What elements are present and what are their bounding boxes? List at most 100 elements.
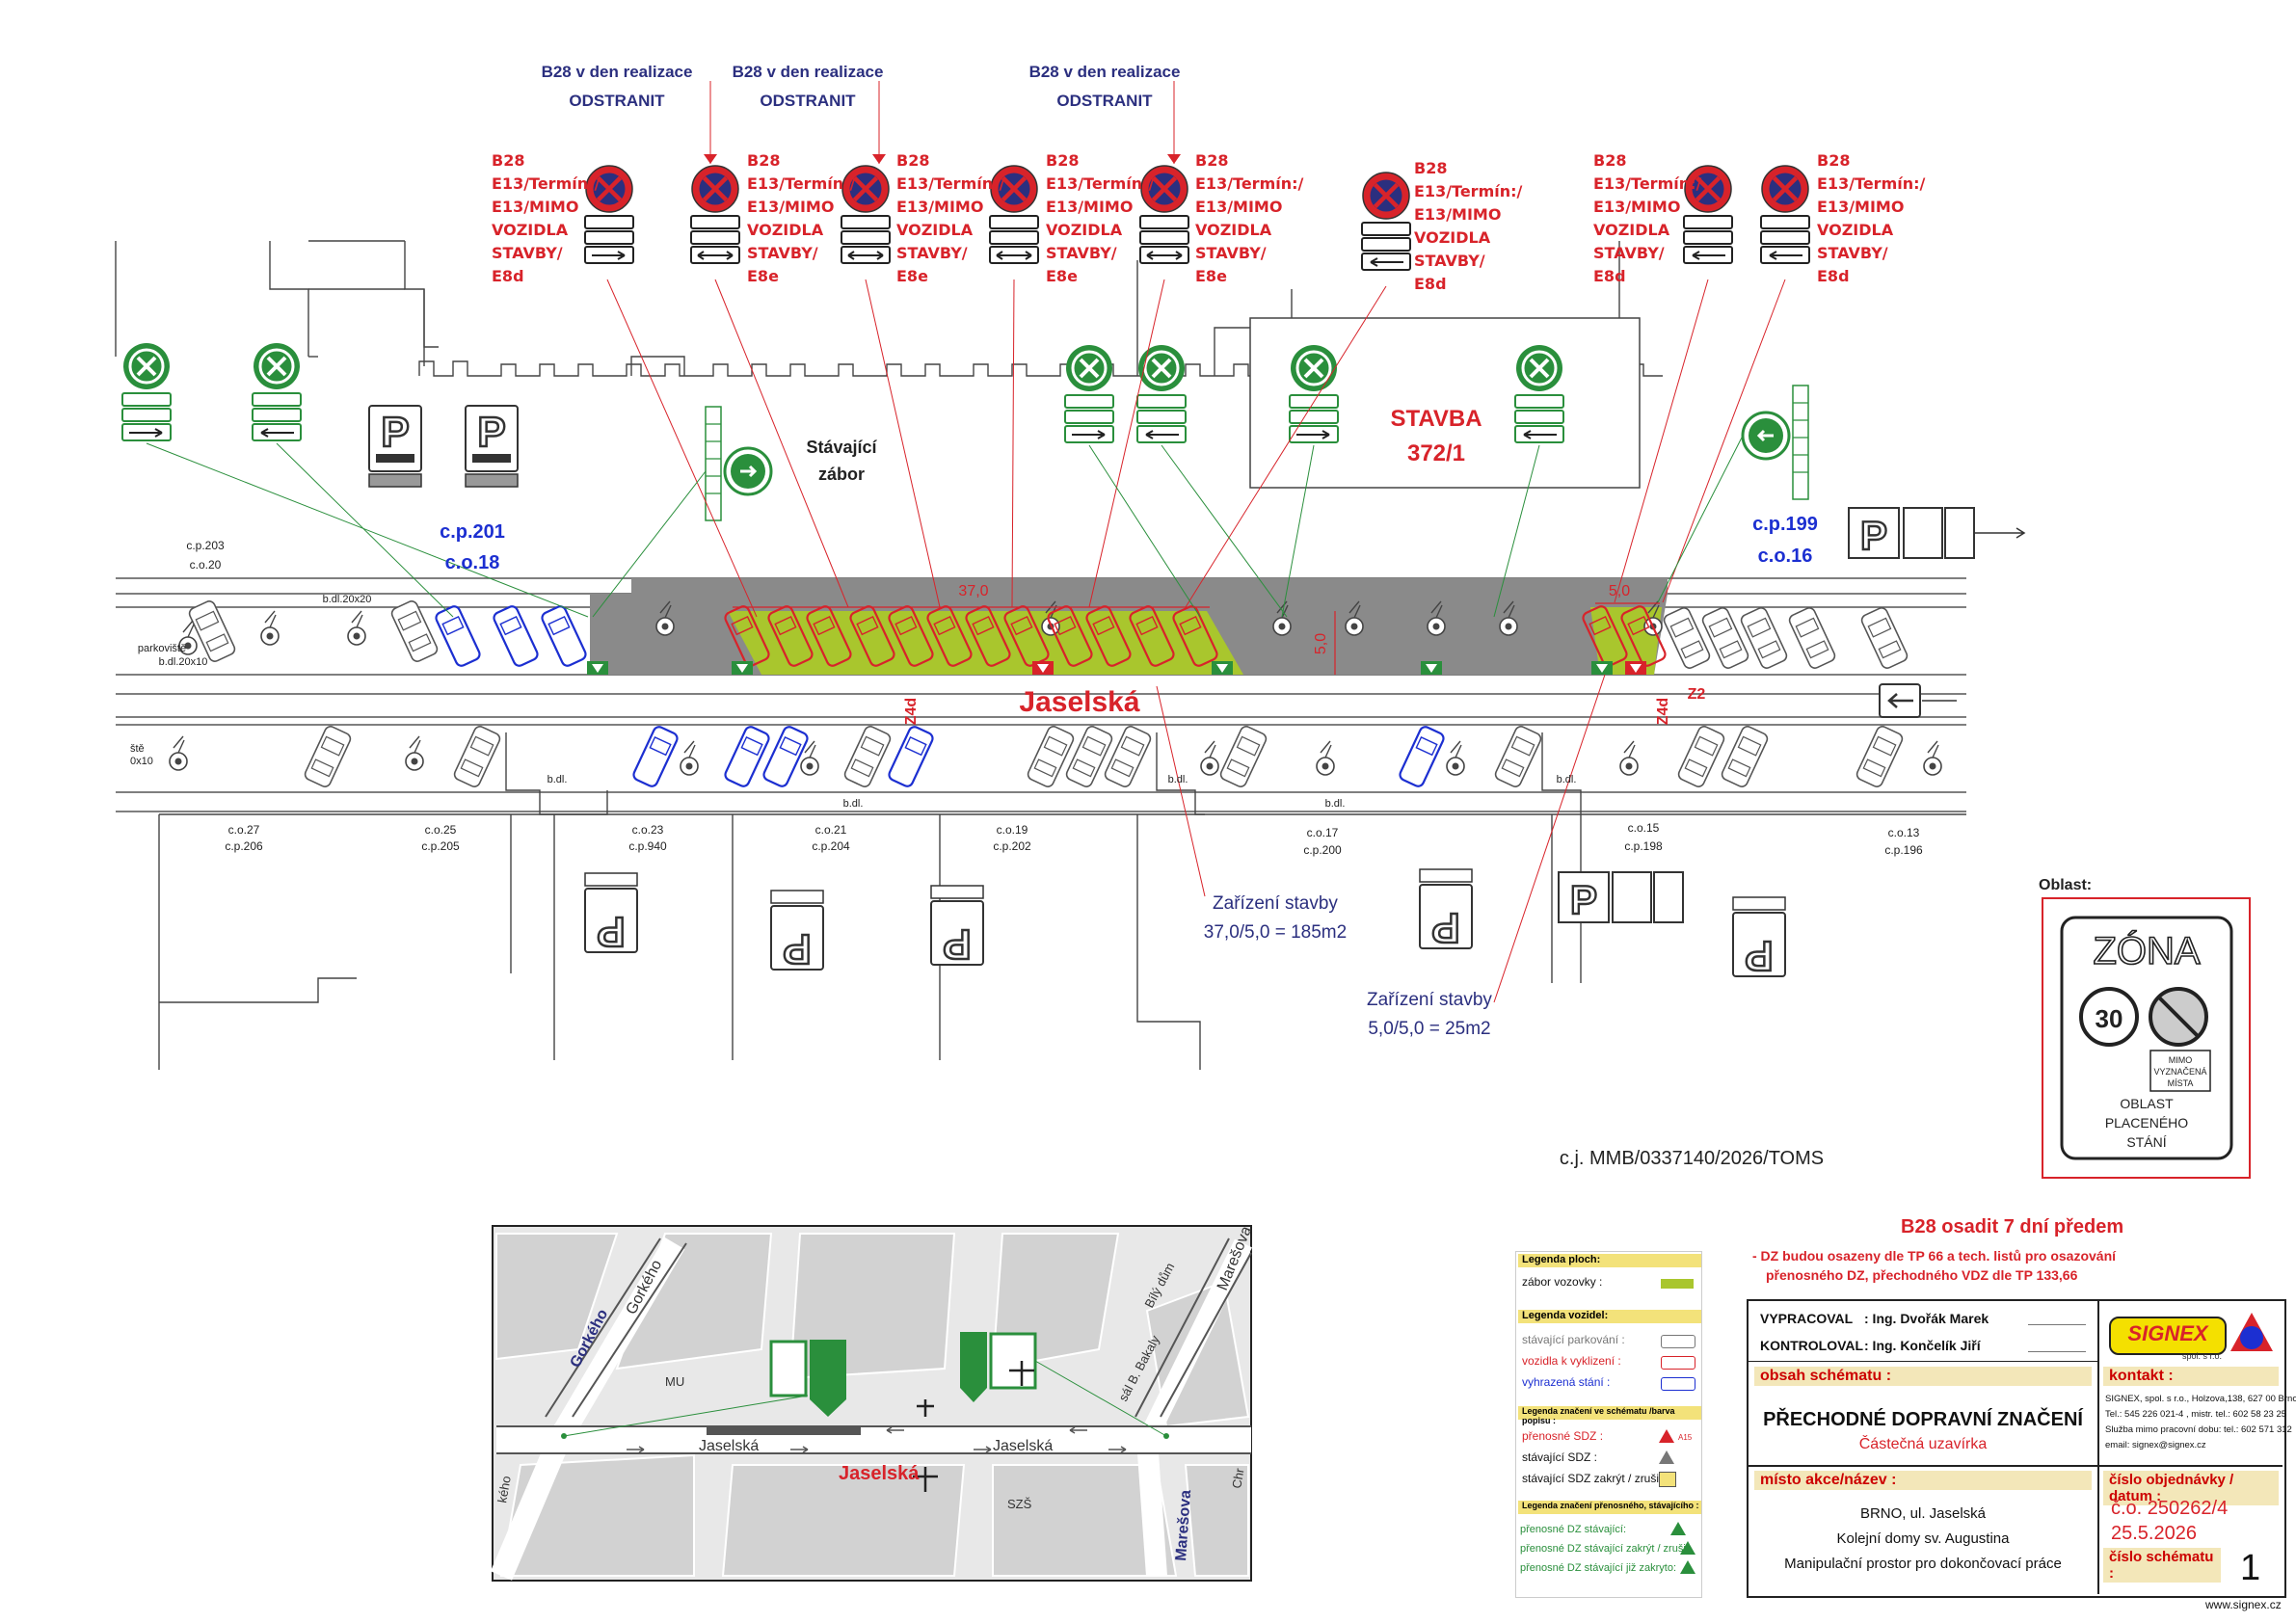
street-name: Jaselská	[1019, 686, 1139, 718]
cp200-label: c.p.200	[1303, 843, 1342, 857]
p-reserve-sign-bottom-1	[583, 871, 639, 957]
sign-note-1-line-3: E13/MIMO	[492, 198, 578, 216]
sign-note-6-line-6: E8d	[1414, 275, 1447, 293]
remove-action-1: ODSTRANIT	[569, 92, 665, 110]
misto-line-1: BRNO, ul. Jaselská	[1859, 1505, 1987, 1522]
co17-label: c.o.17	[1307, 826, 1339, 839]
legend-vozidel-title: Legenda vozidel:	[1518, 1310, 1701, 1323]
bdl-20x10-label: b.dl.20x10	[159, 656, 208, 668]
sign-note-5-line-1: B28	[1195, 151, 1228, 170]
co25-label: c.o.25	[425, 823, 457, 837]
legend-p3: přenosné DZ stávající již zakryto:	[1520, 1562, 1677, 1574]
reference-number: c.j. MMB/0337140/2026/TOMS	[1560, 1148, 1824, 1169]
sign-note-8-line-1: B28	[1817, 151, 1850, 170]
legend-box: Legenda ploch: zábor vozovky : Legenda v…	[1515, 1251, 1702, 1598]
p-sign-bottom-5	[1731, 895, 1787, 981]
sign-note-3-line-4: VOZIDLA	[896, 221, 974, 239]
sign-note-4-line-1: B28	[1046, 151, 1079, 170]
map-chr: Chr	[1229, 1467, 1247, 1490]
p-reserve-sign-bottom-3	[929, 884, 985, 970]
sign-note-3-line-3: E13/MIMO	[896, 198, 983, 216]
signature-2	[2028, 1338, 2086, 1352]
triangle-grey-icon	[1659, 1450, 1674, 1464]
p-zona-b-sign-top: P	[1848, 507, 2026, 559]
zabor-area-1	[728, 611, 1243, 675]
sign-note-7-line-2: E13/Termín:/	[1593, 174, 1702, 193]
kontakt-line-2: Tel.: 545 226 021-4 , mistr. tel.: 602 5…	[2105, 1409, 2287, 1420]
sign-note-8-line-5: STAVBY/	[1817, 244, 1888, 262]
sign-note-7-line-6: E8d	[1593, 267, 1626, 285]
map-maresova-1: Marešova	[1173, 1489, 1194, 1561]
cp199-label: c.p.199	[1752, 514, 1818, 535]
co27-label: c.o.27	[228, 823, 260, 837]
sign-note-1-line-5: STAVBY/	[492, 244, 563, 262]
remove-title-3: B28 v den realizace	[1029, 63, 1181, 81]
one-way-sign	[1879, 683, 1957, 718]
obsah-subtitle: Částečná uzavírka	[1858, 1436, 1988, 1452]
legend-vyhrazena: vyhrazená stání :	[1522, 1375, 1611, 1389]
sign-note-5-line-5: STAVBY/	[1195, 244, 1267, 262]
sign-note-1-line-4: VOZIDLA	[492, 221, 569, 239]
cislo-label: číslo objednávky / datum :	[2103, 1471, 2279, 1505]
sign-note-2-line-6: E8e	[747, 267, 779, 285]
map-mu: MU	[665, 1374, 684, 1389]
sign-note-6-line-4: VOZIDLA	[1414, 228, 1491, 247]
vyznacena-text: VYZNAČENÁ	[2153, 1067, 2206, 1077]
legend-vozidla-vyklizeni: vozidla k vyklizení :	[1522, 1354, 1621, 1368]
signature-area	[1749, 1301, 2097, 1362]
mimo-text: MIMO	[2169, 1055, 2193, 1065]
arrowheads	[704, 154, 1181, 164]
co18-label: c.o.18	[445, 552, 500, 573]
parked-cars-bottom	[169, 724, 1942, 789]
covered-sign-icon	[1659, 1472, 1676, 1487]
title-divider	[2097, 1301, 2099, 1594]
co13-label: c.o.13	[1888, 826, 1920, 839]
b28-sign-8	[1761, 166, 1809, 264]
sign-note-5-line-4: VOZIDLA	[1195, 221, 1272, 239]
stavba-label: STAVBA	[1390, 406, 1482, 432]
dimension-5-side: 5,0	[1313, 633, 1329, 654]
obsah-title: PŘECHODNÉ DOPRAVNÍ ZNAČENÍ	[1763, 1409, 2083, 1430]
location-map: Jaselská Jaselská Jaselská Gorkého Gorké…	[490, 1224, 1255, 1582]
oblast-line-1: OBLAST	[2120, 1096, 2174, 1111]
oblast-label: Oblast:	[2039, 877, 2092, 893]
signature-1	[2028, 1311, 2086, 1325]
green-end-sign-4	[1136, 343, 1187, 443]
sign-note-5-line-2: E13/Termín:/	[1195, 174, 1304, 193]
oblast-line-2: PLACENÉHO	[2105, 1115, 2188, 1131]
cp198-label: c.p.198	[1624, 839, 1663, 853]
misto-label: místo akce/název :	[1754, 1471, 2092, 1490]
sign-note-5-line-3: E13/MIMO	[1195, 198, 1282, 216]
remove-action-3: ODSTRANIT	[1056, 92, 1153, 110]
cp203-label: c.p.203	[186, 539, 225, 552]
signex-logo: SIGNEX	[2109, 1317, 2227, 1355]
sign-note-3-line-6: E8e	[896, 267, 928, 285]
green-end-sign-2	[252, 341, 302, 441]
co19-label: c.o.19	[997, 823, 1028, 837]
sign-note-3-line-5: STAVBY/	[896, 244, 968, 262]
bdl-label-4: b.dl.	[1325, 798, 1346, 810]
cp206-label: c.p.206	[225, 839, 263, 853]
green-end-sign-3	[1064, 343, 1114, 443]
note-line-1: - DZ budou osazeny dle TP 66 a tech. lis…	[1752, 1248, 2117, 1264]
sign-note-1-line-1: B28	[492, 151, 524, 170]
title-hline	[1749, 1465, 2283, 1467]
p-reserve-sign-bottom-2	[769, 889, 825, 974]
map-street-main: Jaselská	[839, 1463, 920, 1484]
co20-label: c.o.20	[190, 558, 222, 572]
pedestrian-sign-2	[1741, 385, 1809, 500]
legend-zabor: zábor vozovky :	[1522, 1275, 1603, 1289]
sign-note-7-line-1: B28	[1593, 151, 1626, 170]
logo-circle-icon	[2240, 1326, 2263, 1349]
note-line-2: přenosného DZ, přechodného VDZ dle TP 13…	[1766, 1267, 2078, 1283]
cp204-label: c.p.204	[812, 839, 850, 853]
sign-note-5-line-6: E8e	[1195, 267, 1227, 285]
co15-label: c.o.15	[1628, 821, 1660, 835]
remove-title-2: B28 v den realizace	[733, 63, 884, 81]
sign-note-7-line-3: E13/MIMO	[1593, 198, 1680, 216]
sign-note-6-line-5: STAVBY/	[1414, 252, 1485, 270]
z2-label: Z2	[1688, 686, 1706, 703]
triangle-green-icon-2	[1680, 1541, 1695, 1555]
